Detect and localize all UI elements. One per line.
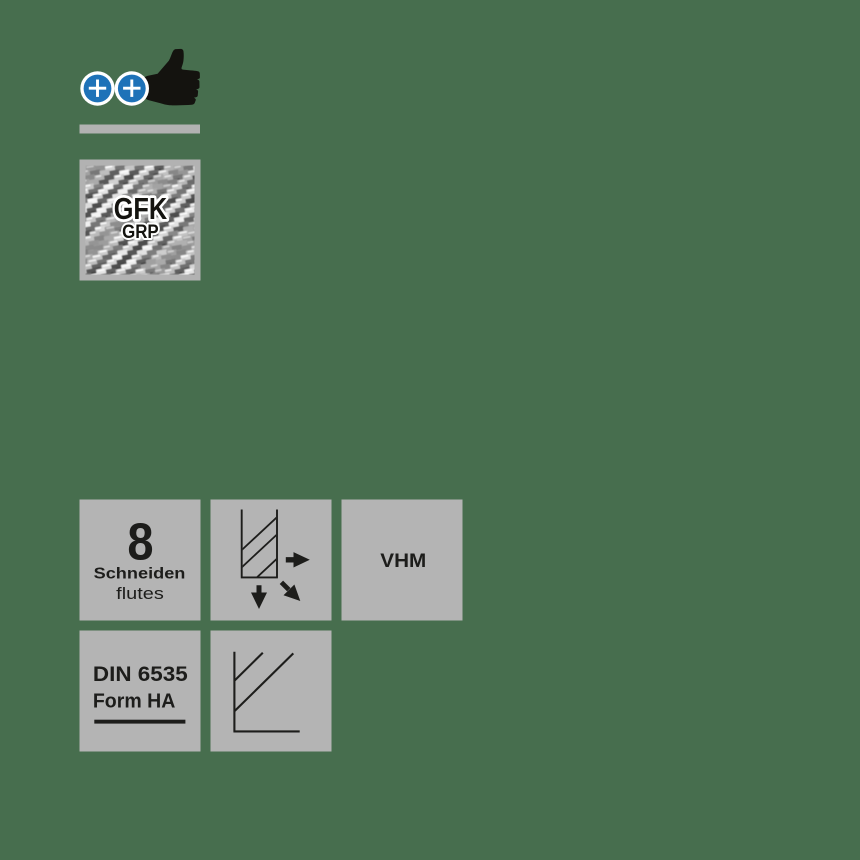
- svg-text:8: 8: [127, 513, 153, 571]
- svg-text:Schneiden: Schneiden: [94, 566, 186, 583]
- svg-text:flutes: flutes: [116, 584, 164, 603]
- svg-text:VHM: VHM: [380, 551, 426, 572]
- svg-text:GRP: GRP: [122, 222, 159, 243]
- svg-text:DIN 6535: DIN 6535: [93, 662, 188, 686]
- svg-text:Form HA: Form HA: [93, 690, 176, 712]
- svg-text:GFK: GFK: [114, 191, 167, 226]
